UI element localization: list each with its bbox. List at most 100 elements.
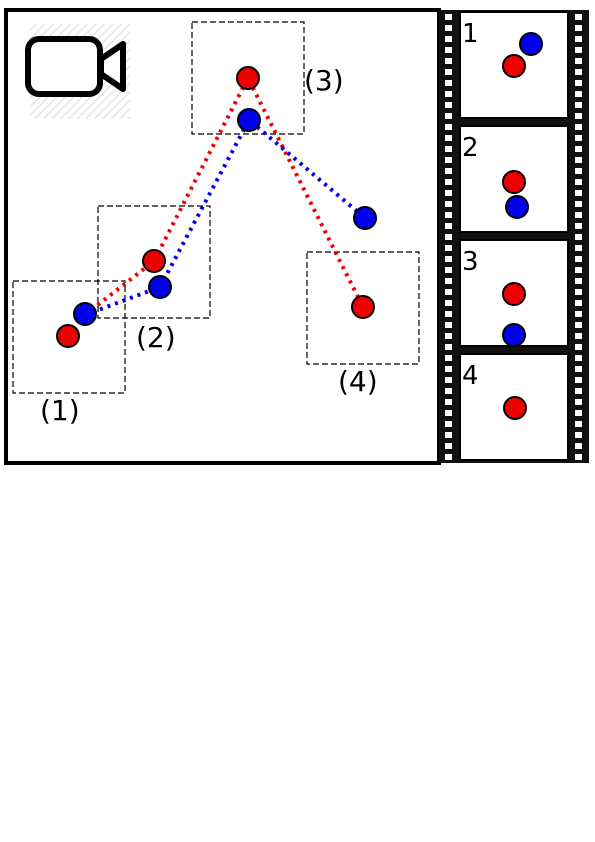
sprocket-hole [445, 47, 452, 53]
frame-number-4: 4 [462, 361, 479, 391]
region-label-4: (4) [338, 365, 378, 398]
sprocket-hole [575, 91, 582, 97]
film-frame-2: 2 [459, 125, 569, 233]
frame-2-blue-ball [505, 195, 529, 219]
sprocket-hole [575, 333, 582, 339]
sprocket-hole [445, 377, 452, 383]
film-strip: 1 2 3 4 [439, 10, 589, 463]
sprocket-hole [575, 47, 582, 53]
sprocket-hole [445, 168, 452, 174]
sprocket-hole [445, 311, 452, 317]
sprocket-hole [575, 25, 582, 31]
sprocket-hole [575, 388, 582, 394]
sprocket-hole [445, 190, 452, 196]
sprocket-hole [575, 168, 582, 174]
sprocket-hole [575, 289, 582, 295]
sprocket-hole [445, 179, 452, 185]
sprocket-hole [445, 69, 452, 75]
sprocket-hole [575, 69, 582, 75]
frame-number-3: 3 [462, 247, 479, 277]
sprocket-hole [575, 179, 582, 185]
sprocket-hole [575, 36, 582, 42]
sprocket-hole [445, 399, 452, 405]
sprocket-hole [445, 124, 452, 130]
video-camera-icon [25, 24, 130, 119]
sprocket-hole [445, 58, 452, 64]
sprocket-hole [575, 256, 582, 262]
sprocket-hole [445, 91, 452, 97]
sprocket-hole [445, 102, 452, 108]
sprocket-hole [575, 223, 582, 229]
red-ball-position-3 [236, 66, 260, 90]
sprocket-hole [575, 421, 582, 427]
sprocket-hole [575, 234, 582, 240]
blue-ball-position-4 [353, 206, 377, 230]
sprocket-hole [445, 25, 452, 31]
sprocket-hole [575, 80, 582, 86]
sprocket-hole [445, 14, 452, 20]
film-frame-1: 1 [459, 11, 569, 119]
sprocket-hole [575, 267, 582, 273]
sprocket-hole [575, 454, 582, 460]
sprocket-hole [445, 432, 452, 438]
red-ball-position-1 [56, 324, 80, 348]
frame-3-red-ball [502, 282, 526, 306]
sprocket-hole [575, 14, 582, 20]
sprocket-hole [445, 300, 452, 306]
red-ball-position-4 [351, 295, 375, 319]
frame-3-blue-ball [502, 323, 526, 347]
sprocket-hole [575, 443, 582, 449]
sprocket-hole [575, 399, 582, 405]
frame-number-1: 1 [462, 19, 479, 49]
sprocket-hole [575, 58, 582, 64]
region-box-3 [191, 21, 305, 135]
sprocket-hole [575, 322, 582, 328]
region-label-3: (3) [304, 64, 344, 97]
sprocket-hole [445, 322, 452, 328]
sprocket-hole [575, 344, 582, 350]
sprocket-hole [445, 245, 452, 251]
sprocket-hole [575, 366, 582, 372]
sprocket-hole [445, 289, 452, 295]
sprocket-hole [445, 157, 452, 163]
blue-ball-position-2 [148, 275, 172, 299]
blue-ball-position-3 [237, 108, 261, 132]
sprocket-hole [445, 454, 452, 460]
sprocket-hole [575, 410, 582, 416]
sprocket-hole [575, 355, 582, 361]
sprocket-hole [575, 113, 582, 119]
sprocket-hole [445, 388, 452, 394]
film-frame-4: 4 [459, 353, 569, 461]
region-label-2: (2) [136, 321, 176, 354]
sprocket-hole [445, 234, 452, 240]
sprocket-hole [575, 135, 582, 141]
film-frame-3: 3 [459, 239, 569, 347]
sprocket-hole [575, 201, 582, 207]
sprocket-hole [575, 311, 582, 317]
sprocket-hole [445, 80, 452, 86]
sprocket-hole [445, 135, 452, 141]
frame-1-red-ball [502, 54, 526, 78]
frame-1-blue-ball [519, 32, 543, 56]
sprocket-hole [445, 421, 452, 427]
sprocket-hole [575, 146, 582, 152]
sprocket-hole [445, 355, 452, 361]
sprocket-hole [575, 157, 582, 163]
frame-number-2: 2 [462, 133, 479, 163]
sprocket-hole [445, 201, 452, 207]
sprocket-hole [445, 113, 452, 119]
sprocket-hole [445, 278, 452, 284]
sprocket-hole [445, 410, 452, 416]
sprocket-hole [575, 377, 582, 383]
sprocket-hole [575, 124, 582, 130]
sprocket-hole [445, 366, 452, 372]
blue-ball-position-1 [73, 302, 97, 326]
region-box-1 [12, 280, 126, 394]
sprocket-hole [575, 278, 582, 284]
sprocket-hole [445, 223, 452, 229]
sprocket-hole [575, 432, 582, 438]
sprocket-hole [445, 146, 452, 152]
sprocket-hole [575, 245, 582, 251]
sprocket-hole [445, 212, 452, 218]
